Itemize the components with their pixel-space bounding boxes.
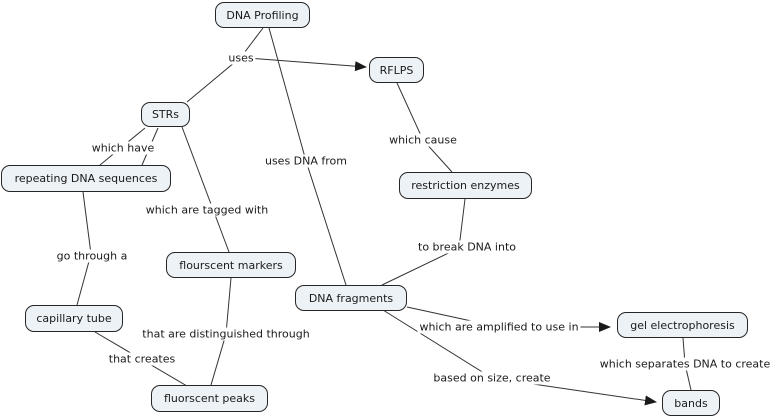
node-gel-electrophoresis[interactable]: gel electrophoresis [617,312,748,338]
node-capillary-tube[interactable]: capillary tube [25,305,123,332]
edge-label-which-cause[interactable]: which cause [387,133,459,147]
edge-label-based-on-size-create[interactable]: based on size, create [431,371,553,385]
edge-label-go-through-a[interactable]: go through a [54,249,130,263]
node-rflps[interactable]: RFLPS [369,57,424,83]
node-bands[interactable]: bands [662,390,720,416]
node-fluorscent-peaks[interactable]: fluorscent peaks [151,385,268,412]
node-dna-profiling[interactable]: DNA Profiling [215,2,310,28]
node-strs[interactable]: STRs [141,102,190,127]
node-dna-fragments[interactable]: DNA fragments [295,285,407,311]
node-flourscent-markers[interactable]: flourscent markers [166,252,296,278]
edge-label-that-creates[interactable]: that creates [106,352,178,366]
edge-label-which-are-amplified-to-use-in[interactable]: which are amplified to use in [417,320,581,334]
edge-label-which-have[interactable]: which have [89,141,157,155]
node-restriction-enzymes[interactable]: restriction enzymes [399,172,532,199]
edge-label-uses-dna-from[interactable]: uses DNA from [262,154,350,168]
node-repeating-dna-sequences[interactable]: repeating DNA sequences [1,165,171,192]
edge-line-rflps-to-restriction-enzymes [396,82,453,173]
edge-line-dna-profiling-to-strs [186,27,264,103]
edge-line-uses-to-rflps [247,57,367,72]
edge-label-uses[interactable]: uses [226,51,256,65]
edge-line-strs-to-flourscent-markers [181,126,230,253]
edge-line-repeating-to-capillary-tube [76,191,92,306]
edge-label-to-break-dna-into[interactable]: to break DNA into [416,240,518,254]
edge-label-which-separates-dna-to-create[interactable]: which separates DNA to create [597,357,773,371]
edge-label-that-are-distinguished-through[interactable]: that are distinguished through [140,327,312,341]
edge-label-which-are-tagged-with[interactable]: which are tagged with [143,203,271,217]
